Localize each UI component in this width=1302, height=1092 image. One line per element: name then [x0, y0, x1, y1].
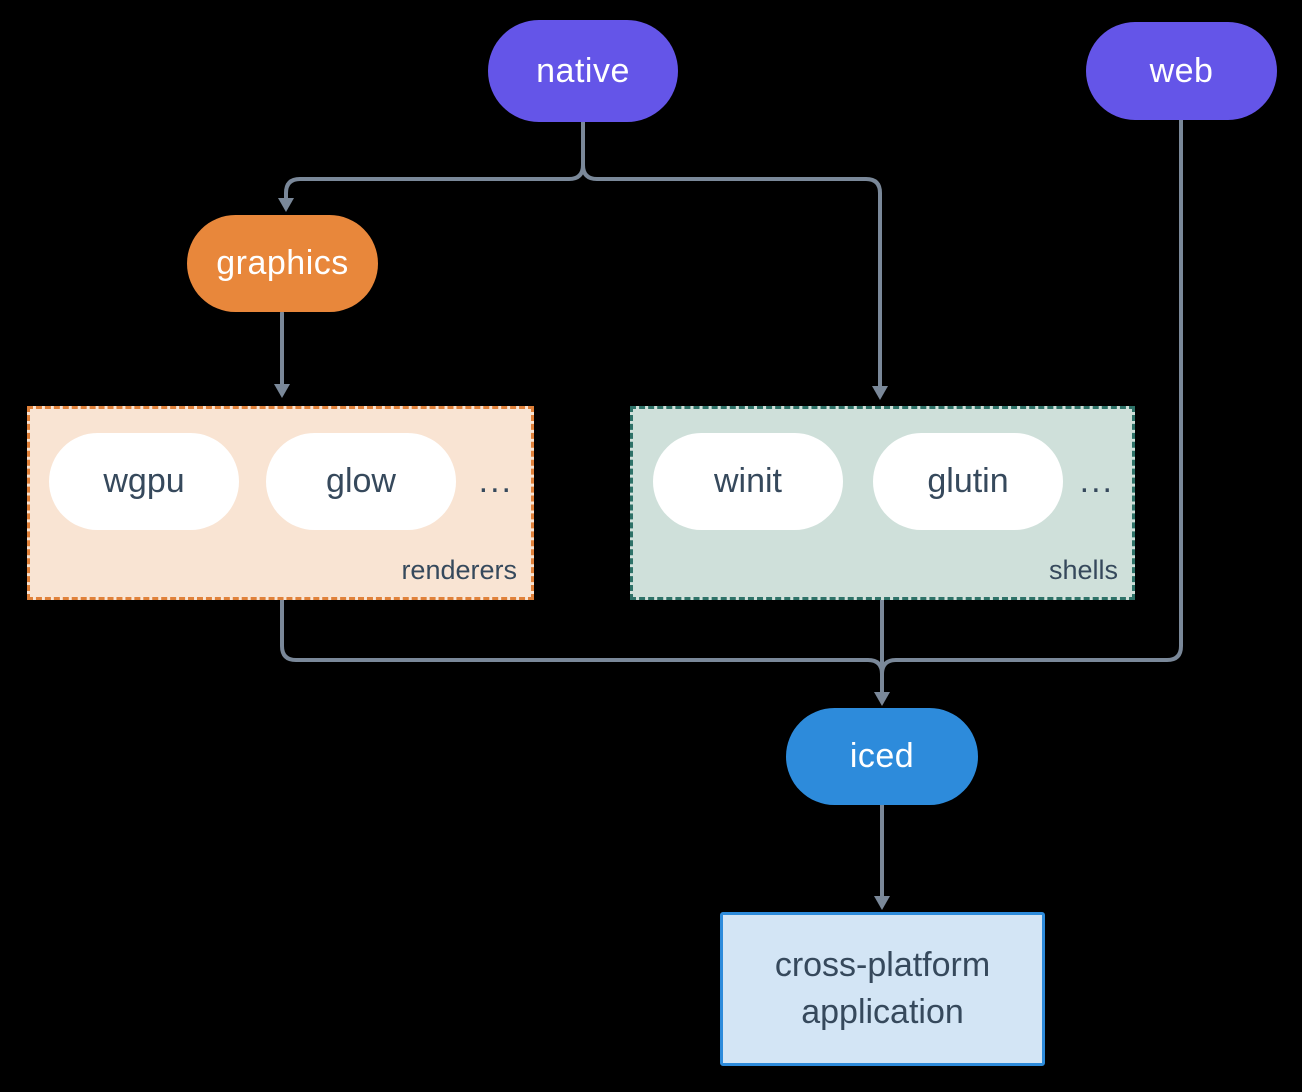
arrowhead-shells [872, 386, 888, 400]
node-iced-label: iced [849, 737, 915, 775]
node-web-label: web [1149, 51, 1214, 90]
application-label-line2: application [801, 993, 964, 1031]
connector-native-to-graphics [284, 120, 585, 200]
node-glow-label: glow [326, 462, 396, 500]
connector-renderers-to-iced [280, 598, 884, 676]
node-glutin-label: glutin [927, 462, 1009, 500]
shells-ellipsis: ... [1079, 462, 1114, 500]
connector-native-to-shells [581, 120, 882, 388]
node-glutin: glutin [873, 433, 1063, 530]
arrowhead-renderers [274, 384, 290, 398]
node-iced: iced [786, 708, 978, 805]
node-native-label: native [536, 51, 630, 90]
arrowhead-iced [874, 692, 890, 706]
shells-group-label: shells [1048, 555, 1118, 585]
node-web: web [1086, 22, 1277, 120]
node-cross-platform-application: cross-platform application [720, 912, 1045, 1066]
renderers-ellipsis: ... [478, 462, 513, 500]
node-graphics: graphics [187, 215, 378, 312]
application-label-line1: cross-platform [774, 946, 991, 984]
node-winit: winit [653, 433, 843, 530]
group-shells: winit glutin ... shells [630, 406, 1135, 600]
renderers-group-label: renderers [401, 555, 517, 585]
arrowhead-application [874, 896, 890, 910]
group-renderers: wgpu glow ... renderers [27, 406, 534, 600]
node-graphics-label: graphics [216, 244, 349, 282]
arrowhead-graphics [278, 198, 294, 212]
node-native: native [488, 20, 678, 122]
node-winit-label: winit [713, 462, 783, 500]
node-glow: glow [266, 433, 456, 530]
node-wgpu-label: wgpu [103, 462, 185, 500]
node-wgpu: wgpu [49, 433, 239, 530]
